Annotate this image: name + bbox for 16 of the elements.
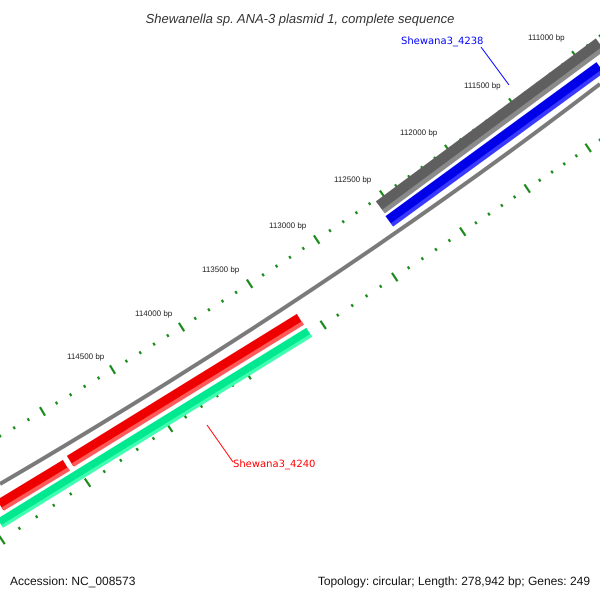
info-text: Topology: circular; Length: 278,942 bp; Genes: 249 — [318, 575, 590, 587]
position-label: 114500 bp — [67, 353, 104, 361]
title: Shewanella sp. ANA-3 plasmid 1, complete sequence — [146, 10, 454, 28]
info-text: Accession: NC_008573 — [10, 575, 136, 587]
gene-label: Shewana3_4240 — [233, 459, 316, 471]
position-label: 112000 bp — [400, 129, 438, 137]
position-label: 114000 bp — [135, 310, 172, 318]
position-label: 112500 bp — [334, 176, 372, 184]
leader-line — [480, 46, 510, 86]
position-label: 111000 bp — [528, 34, 565, 42]
gene-label: Shewana3_4238 — [401, 36, 484, 48]
position-label: 113500 bp — [202, 266, 240, 274]
position-label: 113000 bp — [269, 222, 306, 230]
gene-bar — [385, 62, 600, 227]
leader-line — [206, 424, 234, 462]
position-label: 111500 bp — [464, 82, 501, 90]
